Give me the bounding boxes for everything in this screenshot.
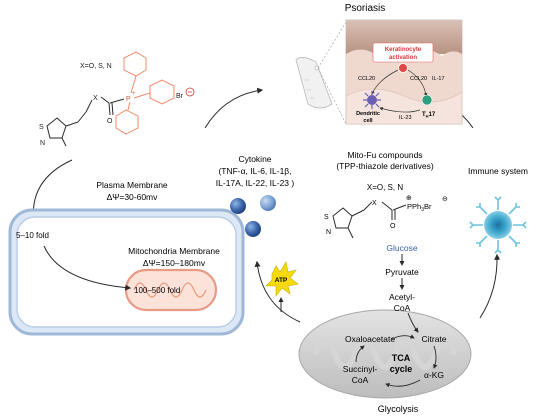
- atp-icon: ATP: [265, 261, 299, 297]
- succinyl-label-2: CoA: [352, 375, 369, 385]
- left-p-plus: +: [132, 91, 136, 97]
- succinyl-label-1: Succinyl-: [343, 364, 378, 374]
- mito-membrane-title: Mitochondria Membrane: [128, 246, 220, 256]
- mitofu-o-atom: O: [390, 223, 396, 230]
- citrate-label: Citrate: [421, 334, 446, 344]
- phenyl-rings: [115, 51, 175, 135]
- keratinocyte-cell-icon: [398, 63, 408, 73]
- mito-membrane-potential: ΔΨ=150–180mv: [143, 258, 206, 268]
- immune-cell-icon: [469, 196, 527, 254]
- thiazole-ring: [46, 117, 67, 139]
- left-br-label: Br: [176, 93, 184, 100]
- cytokine-panel: Cytokine (TNF-α, IL-6, IL-1β, IL-17A, IL…: [216, 154, 295, 237]
- plasma-membrane-title: Plasma Membrane: [96, 180, 168, 190]
- keratinocyte-label-line2: activation: [389, 55, 417, 61]
- atp-label: ATP: [275, 277, 288, 284]
- mitofu-x-atom: X: [372, 200, 377, 207]
- mitofu-n-atom: N: [326, 229, 331, 236]
- skin-sketch-icon: [295, 57, 333, 109]
- mitofu-xos: X=O, S, N: [367, 183, 403, 192]
- akg-label: α-KG: [424, 370, 444, 380]
- cytokine-sphere-3: [245, 221, 261, 237]
- dendritic-label-line2: cell: [363, 118, 373, 124]
- cytokine-sphere-2: [260, 195, 276, 211]
- left-o-atom: O: [107, 118, 113, 125]
- mitofu-minus: ⊖: [442, 196, 448, 203]
- acetyl-label-1: Acetyl-: [389, 292, 415, 302]
- left-xos-label: X=O, S, N: [80, 63, 112, 70]
- mitofu-s-atom: S: [324, 214, 329, 221]
- psoriasis-title: Psoriasis: [345, 3, 386, 14]
- dendritic-cell-icon: [363, 91, 381, 109]
- large-mitochondrion-icon: [298, 309, 472, 399]
- left-x-atom: X: [93, 95, 98, 102]
- arrow-to-immune: [479, 253, 501, 319]
- left-p-atom: P: [126, 96, 131, 103]
- immune-title: Immune system: [468, 166, 528, 176]
- cytokine-title: Cytokine: [238, 154, 271, 164]
- acetyl-label-2: CoA: [394, 303, 411, 313]
- pyruvate-label: Pyruvate: [385, 267, 419, 277]
- tca-label-1: TCA: [392, 353, 411, 363]
- cytokine-sphere-1: [230, 198, 246, 214]
- metabolism-panel: ATP Glucose Pyruvate Acetyl- CoA Oxaloac…: [265, 243, 472, 414]
- ccl20-left: CCL20: [358, 76, 375, 82]
- cytokine-line1: (TNF-α, IL-6, IL-1β,: [218, 166, 291, 176]
- mitofu-title: Mito-Fu compounds: [347, 150, 422, 160]
- psoriasis-panel: Psoriasis Keratinocyte activation CCL20 …: [295, 3, 463, 125]
- mitofu-subtitle: (TPP-thiazole derivatives): [336, 161, 433, 171]
- plasma-membrane-potential: ΔΨ=30-60mv: [107, 192, 159, 202]
- arrow-to-psoriasis-left: [204, 87, 264, 129]
- tca-label-2: cycle: [390, 364, 413, 374]
- mitochondrion-icon: [124, 268, 218, 312]
- mitofu-pph3: PPh3Br: [407, 202, 432, 213]
- il23-label: IL-23: [399, 115, 412, 121]
- cell-membrane: Plasma Membrane ΔΨ=30-60mv 5–10 fold Mit…: [8, 180, 245, 336]
- il17-label: IL-17: [432, 76, 445, 82]
- cycle-arrows: [204, 87, 501, 323]
- th17-label: TH17: [422, 112, 436, 119]
- fold-outer-label: 5–10 fold: [16, 231, 49, 240]
- dendritic-label-line1: Dendritic: [356, 111, 380, 117]
- th17-cell-icon: [421, 94, 433, 106]
- mitofu-plus: ⊕: [406, 195, 412, 202]
- arrow-into-mito: [43, 245, 132, 291]
- keratinocyte-label-line1: Keratinocyte: [385, 47, 422, 53]
- arrow-to-cytokine: [254, 260, 301, 323]
- immune-panel: Immune system: [468, 166, 528, 254]
- fold-inner-label: 100–500 fold: [134, 286, 180, 295]
- ccl20-right: CCL20: [410, 76, 427, 82]
- glucose-label: Glucose: [386, 243, 417, 253]
- mitofu-thiazole-ring: [332, 207, 353, 229]
- keratinocyte-label-bg: [372, 42, 434, 63]
- oxaloacetate-label: Oxaloacetate: [345, 334, 395, 344]
- cytokine-line2: IL-17A, IL-22, IL-23 ): [216, 178, 295, 188]
- mitofu-panel: Mito-Fu compounds (TPP-thiazole derivati…: [324, 150, 448, 239]
- left-s-atom: S: [39, 124, 44, 131]
- left-tpp-compound: X=O, S, N S N X O P + Br: [39, 51, 195, 147]
- left-n-atom: N: [40, 140, 45, 147]
- glycolysis-label: Glycolysis: [378, 404, 419, 414]
